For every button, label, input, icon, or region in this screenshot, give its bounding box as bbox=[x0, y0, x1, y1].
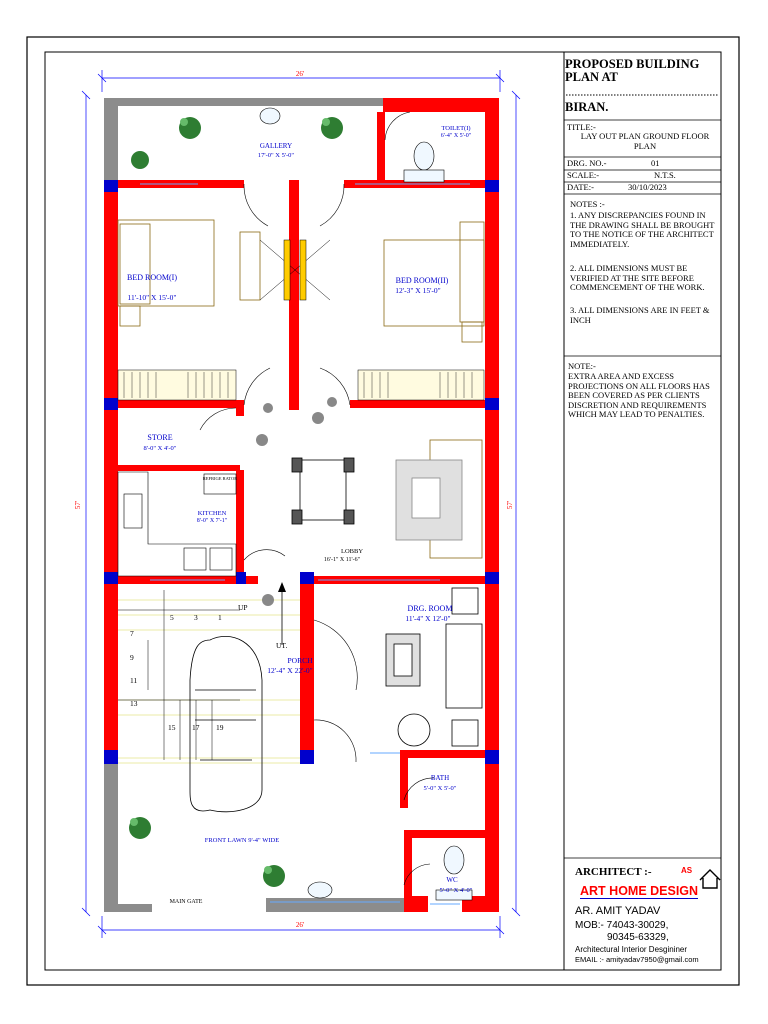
bed1-name: BED ROOM(I) bbox=[127, 273, 177, 282]
stair-number: 15 bbox=[168, 723, 176, 732]
architect-mobile-2: 90345-63329, bbox=[607, 932, 669, 943]
staircase bbox=[118, 590, 240, 760]
bed2-name: BED ROOM(II) bbox=[396, 276, 449, 285]
width-bottom-dimension: 26' bbox=[296, 921, 304, 929]
bed1-size: 11'-10" X 15'-0" bbox=[128, 293, 177, 302]
kitchen-name: KITCHEN bbox=[198, 510, 227, 517]
note2-text: EXTRA AREA AND EXCESS PROJECTIONS ON ALL… bbox=[568, 371, 710, 419]
architect-mobile: MOB:- 74043-30029, bbox=[575, 920, 669, 931]
store-size: 8'-0" X 4'-0" bbox=[144, 445, 177, 452]
architect-email: EMAIL :- amityadav7950@gmail.com bbox=[575, 955, 699, 964]
toilet-name: TOILET(I) bbox=[441, 125, 470, 132]
dimension-lines bbox=[81, 70, 521, 938]
drg-label: DRG. NO.- bbox=[567, 158, 607, 168]
toilet-icon bbox=[259, 107, 473, 901]
gallery-name: GALLERY bbox=[260, 142, 292, 150]
architect-role: Architectural Interior Desgininer bbox=[575, 945, 688, 954]
store-name: STORE bbox=[147, 433, 172, 442]
fridge-label: REFRIGE RATOR bbox=[203, 476, 238, 481]
depth-right-dimension: 57' bbox=[506, 501, 514, 509]
toilet-size: 6'-4" X 5'-0" bbox=[441, 133, 472, 139]
architect-name: AR. AMIT YADAV bbox=[575, 905, 661, 917]
wc-name: WC bbox=[446, 876, 458, 884]
stair-number: 17 bbox=[192, 723, 200, 732]
bed2-size: 12'-3" X 15'-0" bbox=[395, 286, 441, 295]
front-lawn-label: FRONT LAWN 9'-4" WIDE bbox=[205, 837, 279, 844]
depth-left-dimension: 57' bbox=[74, 501, 82, 509]
note2-heading: NOTE:- bbox=[568, 361, 596, 371]
architect-label: ARCHITECT :- bbox=[575, 866, 652, 878]
gallery-size: 17'-0" X 5'-0" bbox=[258, 152, 295, 159]
drg-size: 11'-4" X 12'-0" bbox=[405, 614, 450, 623]
bath-size: 5'-0" X 5'-0" bbox=[424, 785, 457, 792]
stair-number: 7 bbox=[130, 629, 134, 638]
stair-up-label: UP bbox=[238, 603, 248, 612]
bath-name: BATH bbox=[431, 774, 449, 782]
main-gate-label: MAIN GATE bbox=[170, 899, 203, 905]
house-logo-icon bbox=[699, 869, 721, 889]
stair-number: 11 bbox=[130, 676, 137, 685]
width-top-dimension: 26' bbox=[296, 70, 304, 78]
car-icon bbox=[189, 636, 263, 813]
firm-name: ART HOME DESIGN bbox=[580, 884, 699, 899]
notes-heading: NOTES :- bbox=[570, 199, 605, 209]
sofa-icon bbox=[395, 439, 483, 559]
stair-number: 5 bbox=[170, 613, 174, 622]
project-location: BIRAN. bbox=[565, 100, 609, 114]
kitchen-size: 8'-0" X 7'-1" bbox=[197, 518, 228, 524]
date-value: 30/10/2023 bbox=[628, 182, 667, 192]
bed-icon bbox=[383, 221, 485, 343]
drg-name: DRG. ROOM bbox=[408, 604, 453, 613]
note-item: 3. ALL DIMENSIONS ARE IN FEET & INCH bbox=[570, 305, 710, 325]
stair-number: 9 bbox=[130, 653, 134, 662]
date-label: DATE:- bbox=[567, 182, 594, 192]
door-swings bbox=[199, 111, 435, 886]
stair-number: 3 bbox=[194, 613, 198, 622]
note-item: 1. ANY DISCREPANCIES FOUND IN THE DRAWIN… bbox=[570, 210, 715, 249]
porch-name: PORCH bbox=[287, 656, 313, 665]
lobby-size: 16'-1" X 11'-6" bbox=[324, 557, 361, 563]
columns bbox=[104, 180, 499, 764]
stair-number: 19 bbox=[216, 723, 224, 732]
kitchen-counter bbox=[117, 471, 237, 577]
note-item: 2. ALL DIMENSIONS MUST BE VERIFIED AT TH… bbox=[570, 263, 705, 292]
logo-text: AS bbox=[681, 866, 693, 875]
stair-number: 1 bbox=[218, 613, 222, 622]
title-label: TITLE:- bbox=[567, 122, 596, 132]
stair-ut-label: UT. bbox=[276, 641, 287, 650]
drg-value: 01 bbox=[651, 158, 660, 168]
bed-icon bbox=[117, 219, 261, 327]
project-heading: PROPOSED BUILDING PLAN AT bbox=[565, 57, 700, 84]
dining-table-icon bbox=[291, 457, 355, 525]
wc-size: 5'-0" X 4'-0" bbox=[440, 887, 473, 894]
title-value: LAY OUT PLAN GROUND FLOOR PLAN bbox=[580, 131, 710, 151]
scale-label: SCALE:- bbox=[567, 170, 600, 180]
lobby-name: LOBBY bbox=[341, 548, 363, 555]
scale-value: N.T.S. bbox=[654, 170, 676, 180]
porch-size: 12'-4" X 22'-0" bbox=[267, 666, 313, 675]
stair-number: 13 bbox=[130, 699, 138, 708]
